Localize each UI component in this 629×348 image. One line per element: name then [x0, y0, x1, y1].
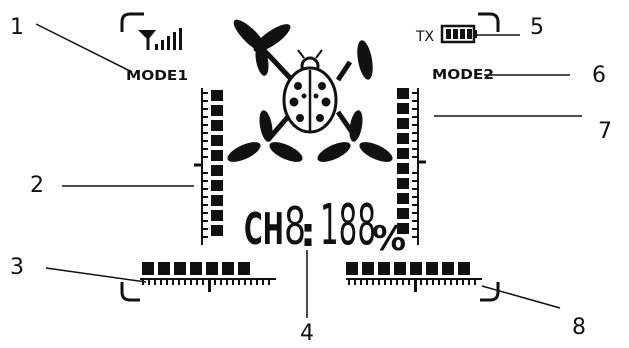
channel-readout: CH 8 : 188 % — [244, 193, 406, 259]
callout-lines — [35, 23, 582, 318]
left-trim-ticks — [202, 92, 208, 238]
battery-icon — [440, 24, 477, 44]
callout-4: 4 — [300, 321, 314, 344]
channel-prefix: CH — [244, 204, 284, 255]
lcd-frame — [120, 12, 500, 302]
callout-1: 1 — [10, 15, 24, 40]
callout-3: 3 — [10, 255, 24, 280]
channel-digit: 8 — [284, 197, 306, 257]
left-horizontal-ticks — [142, 280, 270, 292]
mode-left-label: MODE1 — [126, 69, 188, 84]
callout-5: 5 — [530, 15, 544, 40]
callout-7: 7 — [598, 119, 612, 144]
mode-right-label: MODE2 — [432, 68, 494, 83]
percent-sign: % — [372, 219, 406, 259]
left-trim-blocks — [211, 90, 223, 236]
callout-8: 8 — [572, 315, 586, 340]
right-trim-ticks — [412, 92, 418, 238]
callout-6: 6 — [592, 63, 606, 88]
right-horizontal-trim — [346, 262, 482, 292]
left-trim-bar — [194, 88, 223, 245]
tx-label: TX — [415, 29, 435, 45]
right-horizontal-ticks — [348, 280, 476, 292]
signal-strength-icon — [138, 28, 182, 50]
right-trim-bar — [397, 88, 426, 245]
right-trim-blocks — [397, 88, 409, 234]
quadcopter-ladybug-icon — [227, 19, 393, 162]
left-horizontal-trim — [140, 262, 276, 292]
callout-numbers: 1 2 3 4 5 6 7 8 — [10, 15, 612, 346]
readout-digits: 188 — [320, 193, 376, 258]
callout-2: 2 — [30, 173, 44, 198]
channel-colon: : — [300, 210, 316, 256]
